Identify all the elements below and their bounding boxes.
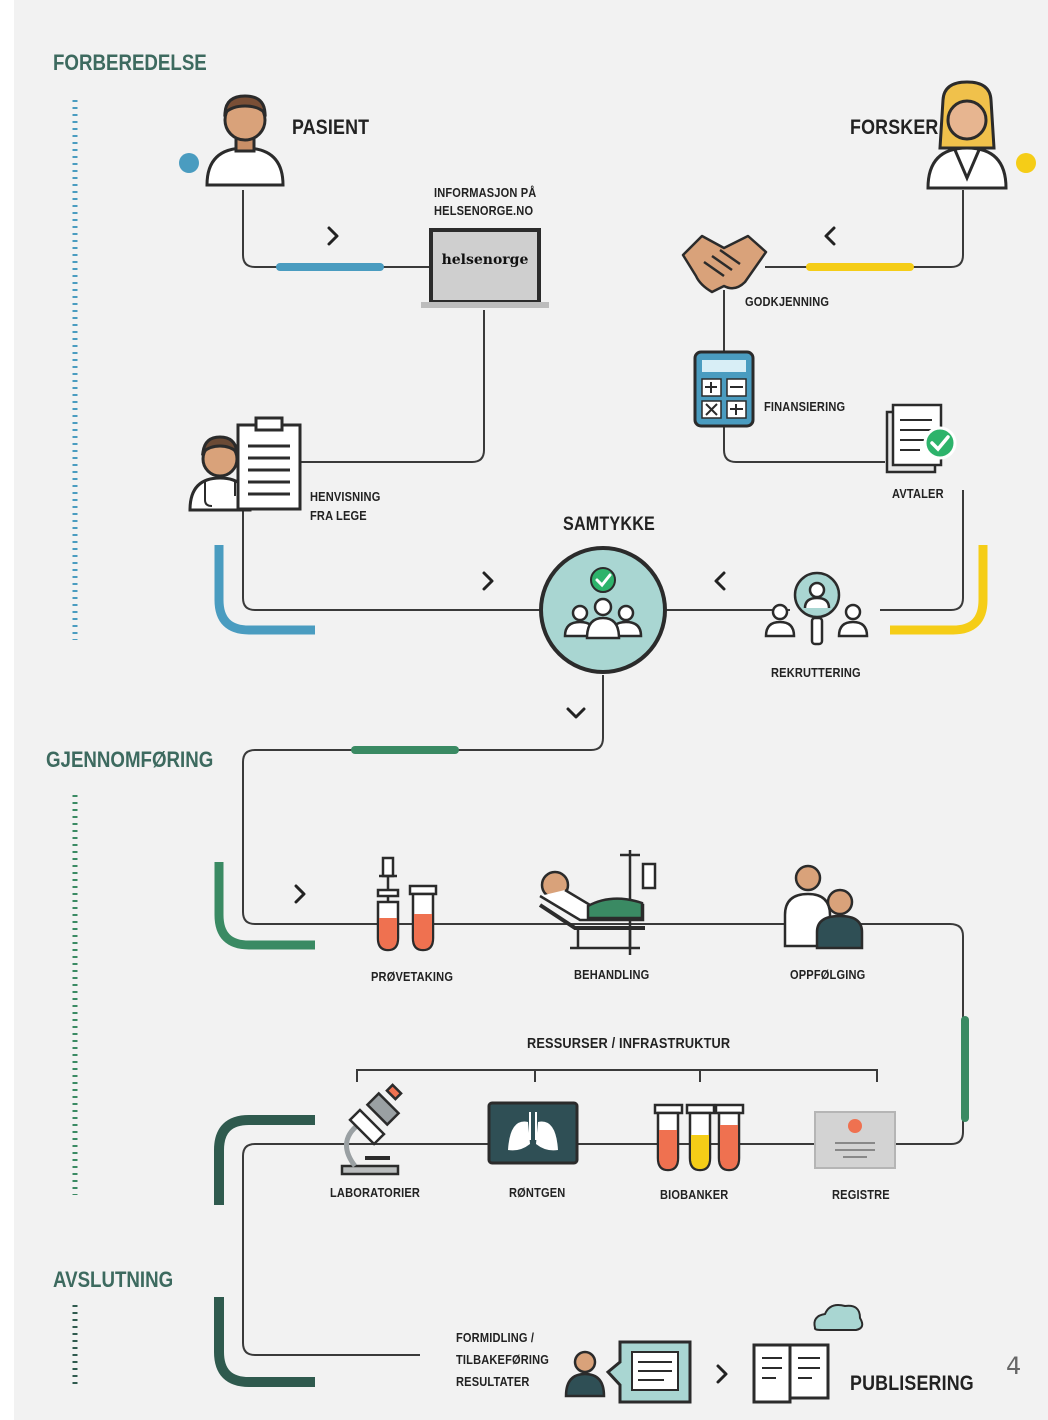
consent-icon bbox=[539, 546, 667, 674]
patient-label: PASIENT bbox=[292, 116, 370, 139]
doctor-icon bbox=[188, 435, 252, 512]
checkmark-icon bbox=[923, 426, 957, 460]
section-preparation: FORBEREDELSE bbox=[53, 50, 207, 75]
section-execution: GJENNOMFØRING bbox=[46, 747, 214, 772]
microscope-icon bbox=[340, 1083, 403, 1176]
resources-bracket bbox=[356, 1069, 878, 1082]
resources-label: RESSURSER / INFRASTRUKTUR bbox=[527, 1035, 731, 1052]
researcher-label: FORSKER bbox=[850, 116, 939, 139]
info-label-line1: INFORMASJON PÅ bbox=[434, 185, 537, 200]
chevron-left-icon bbox=[824, 226, 836, 246]
referral-to-consent-connector bbox=[242, 510, 540, 611]
cloud-icon bbox=[813, 1304, 864, 1331]
recruitment-icon bbox=[764, 571, 869, 646]
sampling-label: PRØVETAKING bbox=[371, 969, 454, 984]
biobank-tubes-icon bbox=[653, 1103, 745, 1172]
calculator-icon bbox=[693, 350, 755, 428]
approval-chain-connector bbox=[723, 290, 885, 463]
sample-tubes-icon bbox=[376, 856, 438, 952]
researcher-icon bbox=[926, 80, 1008, 190]
chevron-right-icon bbox=[327, 226, 339, 246]
chevron-left-icon bbox=[714, 571, 726, 591]
handshake-icon bbox=[681, 234, 768, 294]
patient-icon bbox=[205, 94, 285, 187]
xray-label: RØNTGEN bbox=[509, 1185, 566, 1200]
labs-label: LABORATORIER bbox=[330, 1185, 421, 1200]
section-closing: AVSLUTNING bbox=[53, 1267, 174, 1292]
consent-check-icon bbox=[590, 567, 616, 593]
researcher-bracket bbox=[890, 545, 988, 635]
chevron-down-icon bbox=[566, 707, 586, 719]
recruitment-label: REKRUTTERING bbox=[771, 665, 861, 680]
open-book-icon bbox=[752, 1343, 830, 1404]
dissemination-label-line2: TILBAKEFØRING bbox=[456, 1352, 550, 1367]
treatment-label: BEHANDLING bbox=[574, 967, 650, 982]
dissemination-label-line3: RESULTATER bbox=[456, 1374, 530, 1389]
closing-bracket-top bbox=[214, 1115, 315, 1205]
family-icon bbox=[783, 864, 864, 950]
execution-bracket bbox=[214, 862, 315, 950]
researcher-connector bbox=[765, 190, 964, 268]
presenter-icon bbox=[564, 1350, 606, 1398]
registries-label: REGISTRE bbox=[832, 1187, 890, 1202]
consent-label: SAMTYKKE bbox=[563, 514, 655, 535]
speech-bubble-icon bbox=[605, 1340, 692, 1404]
dissemination-label-line1: FORMIDLING / bbox=[456, 1330, 535, 1345]
patient-connector bbox=[242, 190, 430, 268]
laptop-screen-brand: helsenorge bbox=[441, 252, 529, 268]
agreements-label: AVTALER bbox=[892, 486, 944, 501]
page-number: 4 bbox=[1006, 1352, 1022, 1380]
agreement-document-icon bbox=[885, 403, 957, 474]
biobanks-label: BIOBANKER bbox=[660, 1187, 729, 1202]
followup-label: OPPFØLGING bbox=[790, 967, 866, 982]
consent-down-connector bbox=[242, 675, 964, 1356]
laptop-to-referral-connector bbox=[250, 310, 485, 463]
xray-lungs-icon bbox=[487, 1101, 579, 1165]
publishing-label: PUBLISERING bbox=[850, 1372, 974, 1395]
funding-label: FINANSIERING bbox=[764, 399, 846, 414]
hospital-bed-icon bbox=[538, 850, 657, 955]
patient-dot bbox=[179, 153, 199, 173]
chevron-right-icon bbox=[294, 884, 306, 904]
researcher-dot bbox=[1016, 153, 1036, 173]
chevron-right-icon bbox=[482, 571, 494, 591]
approval-label: GODKJENNING bbox=[745, 294, 830, 309]
referral-label-line2: FRA LEGE bbox=[310, 508, 367, 523]
clipboard-icon bbox=[236, 416, 302, 511]
closing-bracket-bottom bbox=[214, 1297, 315, 1387]
registry-card-icon bbox=[814, 1111, 896, 1169]
patient-bracket bbox=[214, 545, 315, 635]
referral-label-line1: HENVISNING bbox=[310, 489, 381, 504]
agreements-to-recruitment-connector bbox=[880, 490, 964, 611]
laptop-icon bbox=[421, 228, 549, 308]
info-label-line2: HELSENORGE.NO bbox=[434, 203, 534, 218]
chevron-right-icon bbox=[716, 1364, 728, 1384]
